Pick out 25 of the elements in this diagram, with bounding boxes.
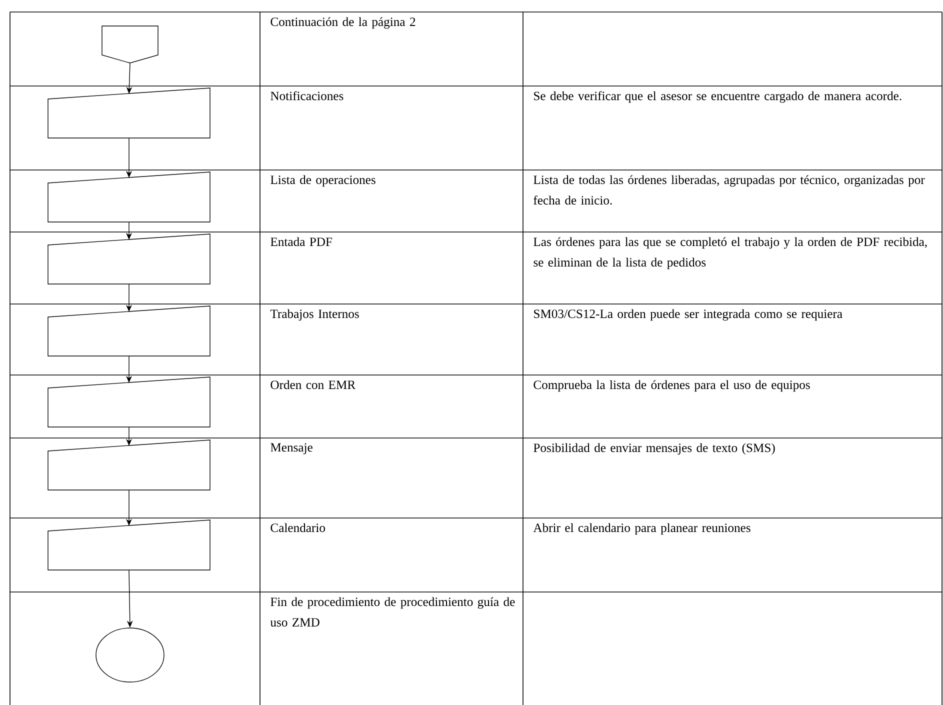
off-page-connector [102,26,158,64]
manual-input-shape [48,234,210,284]
cell-text: Calendario [270,523,325,532]
cell-text: Orden con EMR [270,380,356,390]
cell-text: SM03/CS12-La orden puede ser integrada como se requiera [534,309,842,321]
manual-input-shape [48,376,210,428]
cell-text: Comprueba la lista de órdenes para el uso de equipos [534,380,810,392]
cell-text: Posibilidad de enviar mensajes de texto (SMS) [534,443,775,455]
cell-text: Notificaciones [270,91,344,100]
cell-text: Continuación de la página 2 [270,17,416,29]
cell-text: Lista de operaciones [270,175,376,187]
terminator-oval [96,628,164,682]
cell-text: Se debe verificar que el asesor se encuentre cargado de manera acorde. [534,91,902,103]
cell-text: Lista de todas las órdenes liberadas, agrupadas por técnico, organizadas por fecha de inicio. [534,175,925,205]
cell-text: Entada PDF [270,237,332,246]
manual-input-shape [48,88,210,138]
cell-text: Fin de procedimiento de procedimiento guía de uso ZMD [270,597,515,627]
cell-text: Las órdenes para las que se completó el trabajo y la orden de PDF recibida, se eliminan de la lista de pedidos [534,237,927,270]
manual-input-shape [48,520,210,570]
manual-input-shape [48,172,210,222]
cell-text: Mensaje [270,443,312,454]
manual-input-shape [48,440,210,490]
manual-input-shape [48,306,210,356]
cell-text: Abrir el calendario para planear reuniones [533,523,750,535]
cell-text: Trabajos Internos [270,309,359,321]
